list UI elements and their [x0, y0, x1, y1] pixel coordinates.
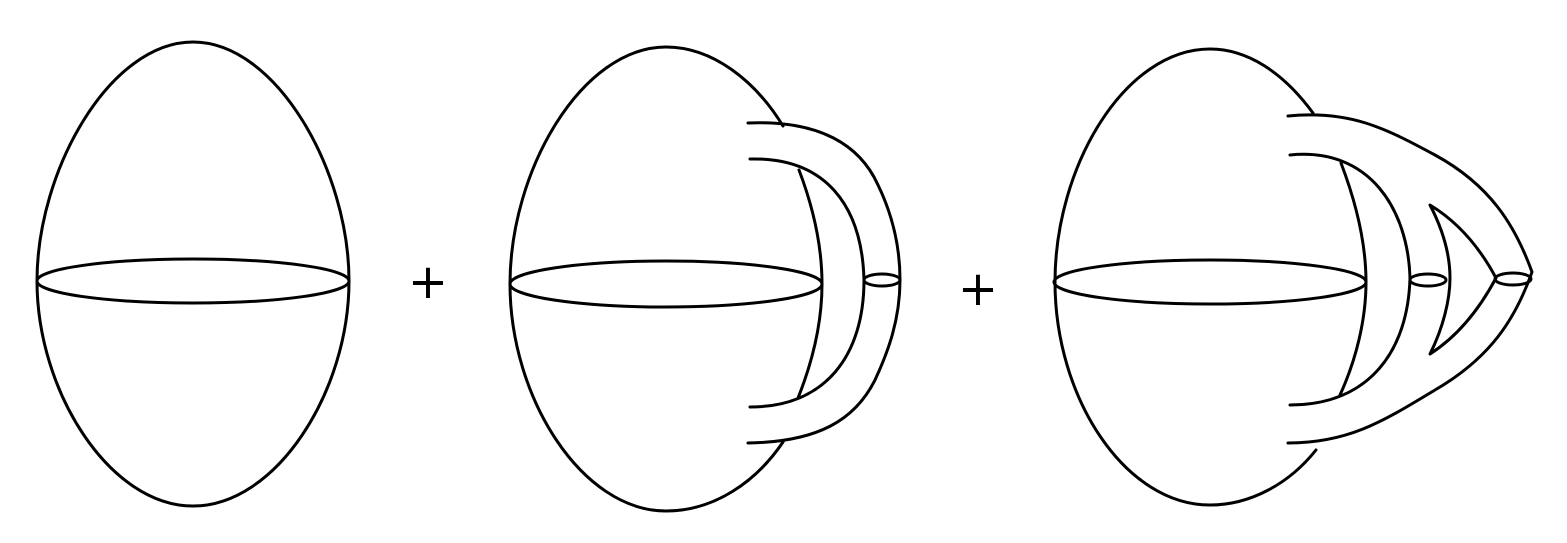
sphere-outline [35, 40, 351, 508]
handle-cross-section [862, 272, 902, 288]
handle-inner-arc [1338, 161, 1368, 397]
branched-outer-tube [1286, 113, 1534, 445]
plus-sign-2: + [958, 261, 998, 317]
plus-sign-1: + [408, 254, 448, 310]
branch-notch [1428, 203, 1498, 356]
equator-ellipse [1052, 258, 1368, 306]
sphere-term-1 [35, 40, 351, 508]
equator-ellipse [508, 259, 824, 309]
equator-ellipse [35, 257, 351, 305]
handle-cross-section-2 [1493, 271, 1533, 287]
sphere-term-3 [1052, 47, 1534, 507]
sphere-term-2 [508, 45, 902, 513]
sphere-outline-with-gap [508, 45, 785, 513]
handle-inner-arc [796, 168, 824, 400]
handle-cross-section-1 [1408, 272, 1448, 288]
sphere-outline-with-gap [1053, 47, 1318, 507]
handle-outer-tube [746, 121, 902, 445]
